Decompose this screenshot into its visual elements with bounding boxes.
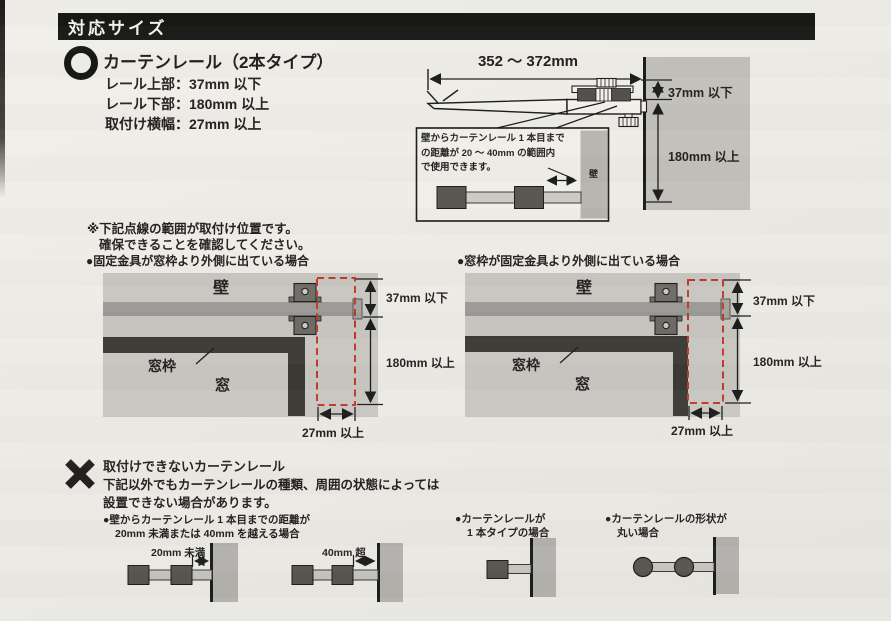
lower-dim-label: 180mm 以上 bbox=[668, 150, 740, 164]
rail-1 bbox=[486, 560, 509, 579]
curtain-rail bbox=[103, 302, 353, 316]
dim-extension-lines bbox=[641, 79, 672, 203]
wall-connector bbox=[640, 100, 648, 113]
upper-dim-label: 37mm 以下 bbox=[668, 86, 733, 100]
round-rail-1 bbox=[632, 556, 654, 578]
rail-2 bbox=[331, 565, 354, 585]
width-range-label: 352 〜 372mm bbox=[477, 53, 579, 70]
clamp-mid-ribs bbox=[599, 89, 609, 101]
ng-heading: 取付けできないカーテンレール bbox=[103, 459, 286, 474]
callout-wall-label: 壁 bbox=[588, 169, 598, 179]
ng-d2-label: 40mm 超 bbox=[322, 547, 366, 559]
bracket-screw-top bbox=[301, 287, 309, 296]
callout-text-3: で使用できます。 bbox=[421, 162, 497, 173]
install-zone-dashed bbox=[316, 277, 356, 406]
callout-text-1: 壁からカーテンレール 1 本目まで bbox=[421, 133, 565, 144]
top-side-view-diagram bbox=[415, 57, 750, 222]
rail-bar bbox=[506, 564, 532, 574]
ng-diagram-round-rail bbox=[632, 537, 739, 595]
window-frame-side bbox=[673, 336, 688, 416]
rail-type-heading: カーテンレール（2本タイプ） bbox=[103, 53, 334, 72]
bracket-screw-bottom bbox=[301, 321, 309, 330]
case-right-window-label: 窓 bbox=[575, 376, 591, 393]
spec-rail-top: レール上部：37mm 以下 bbox=[105, 76, 262, 92]
spec-rail-bottom: レール下部：180mm 以上 bbox=[105, 96, 270, 112]
callout-rail-2 bbox=[514, 186, 544, 209]
case-left-window-label: 窓 bbox=[215, 377, 231, 394]
callout-text-2: の距離が 20 〜 40mm の範囲内 bbox=[421, 147, 556, 159]
case-right-wall-label: 壁 bbox=[576, 280, 593, 297]
page-title: 対応サイズ bbox=[68, 19, 168, 38]
window-frame-side bbox=[288, 337, 305, 416]
spec-mount-width: 取付け横幅：27mm 以上 bbox=[105, 116, 262, 132]
case-right-frame-label: 窓枠 bbox=[512, 357, 540, 373]
callout-gap-leader bbox=[547, 167, 575, 180]
ng-d1-label: 20mm 未満 bbox=[151, 547, 206, 559]
install-zone-dashed bbox=[687, 279, 724, 404]
case-left-wall-label: 壁 bbox=[213, 280, 230, 297]
ng-desc-1: 下記以外でもカーテンレールの種類、周囲の状態によっては bbox=[103, 478, 440, 492]
window-frame-top bbox=[465, 336, 688, 352]
thumbscrew-bottom bbox=[618, 116, 639, 128]
bracket-screw-bottom bbox=[662, 321, 670, 330]
note-line-1: ※下記点線の範囲が取付け位置です。 bbox=[87, 222, 298, 236]
ng-bullet-1-line-2: 20mm 未満または 40mm を越える場合 bbox=[115, 528, 300, 540]
rail-1 bbox=[127, 565, 150, 585]
ng-bullet-3-line-2: 丸い場合 bbox=[617, 527, 659, 539]
bracket-screw-top bbox=[662, 287, 670, 296]
clamp-pad-left bbox=[577, 88, 597, 102]
case-left-dim-side: 180mm 以上 bbox=[386, 356, 455, 370]
frame-label-leader bbox=[559, 346, 579, 364]
ng-bullet-2-line-1: ●カーテンレールが bbox=[455, 513, 546, 525]
case-left-dim-bottom: 27mm 以上 bbox=[302, 426, 365, 440]
dim-ticks bbox=[688, 406, 723, 420]
wall-block bbox=[716, 537, 739, 594]
thumbscrew-top bbox=[596, 77, 617, 88]
round-rail-2 bbox=[673, 556, 695, 578]
callout-leader-lines bbox=[496, 101, 618, 129]
callout-rail-1 bbox=[436, 186, 467, 209]
support-arm bbox=[426, 98, 568, 115]
dim-extension-lines bbox=[724, 279, 751, 404]
case-right-diagram bbox=[465, 273, 751, 420]
circle-bullet-icon bbox=[64, 46, 98, 80]
case-left-diagram bbox=[103, 273, 383, 421]
ng-diagram-too-far bbox=[291, 543, 403, 602]
page-edge-shadow bbox=[0, 0, 5, 198]
ng-diagram-single-rail bbox=[486, 538, 556, 597]
note-line-2: 確保できることを確認してください。 bbox=[99, 238, 311, 252]
ng-bullet-1-line-1: ●壁からカーテンレール 1 本目までの距離が bbox=[103, 514, 311, 526]
curtain-rail bbox=[465, 302, 721, 316]
wall-block bbox=[380, 543, 403, 602]
arm-fork-tip bbox=[426, 89, 459, 104]
frame-label-leader bbox=[195, 347, 215, 365]
thumbscrew-bottom-ribs bbox=[622, 118, 636, 126]
rail-end-cap bbox=[352, 298, 363, 320]
thumbscrew-top-ribs bbox=[600, 79, 614, 87]
dim-extension-lines bbox=[356, 278, 383, 406]
ng-x-icon bbox=[65, 459, 95, 489]
ng-bullet-3-line-1: ●カーテンレールの形状が bbox=[605, 513, 727, 525]
wall-block bbox=[533, 538, 556, 597]
section-header-bar: 対応サイズ bbox=[58, 13, 815, 40]
ng-desc-2: 設置できない場合があります。 bbox=[103, 496, 277, 510]
ng-diagram-too-close bbox=[127, 543, 238, 602]
rail-1 bbox=[291, 565, 314, 585]
case-left-dim-top: 37mm 以下 bbox=[386, 291, 449, 305]
case-right-dim-top: 37mm 以下 bbox=[753, 294, 816, 308]
ng-bullet-2-line-2: 1 本タイプの場合 bbox=[467, 527, 550, 539]
window-frame-top bbox=[103, 337, 305, 353]
case-left-frame-label: 窓枠 bbox=[148, 358, 176, 374]
case-left-title: ●固定金具が窓枠より外側に出ている場合 bbox=[86, 254, 310, 268]
clamp-pad-right bbox=[611, 88, 631, 102]
case-right-dim-side: 180mm 以上 bbox=[753, 355, 822, 369]
case-right-dim-bottom: 27mm 以上 bbox=[671, 424, 734, 438]
rail-end-cap bbox=[720, 298, 731, 320]
case-right-title: ●窓枠が固定金具より外側に出ている場合 bbox=[457, 254, 681, 268]
callout-wall bbox=[580, 130, 608, 219]
dim-ticks bbox=[317, 407, 356, 421]
rail-2 bbox=[170, 565, 193, 585]
wall-block bbox=[213, 543, 238, 602]
